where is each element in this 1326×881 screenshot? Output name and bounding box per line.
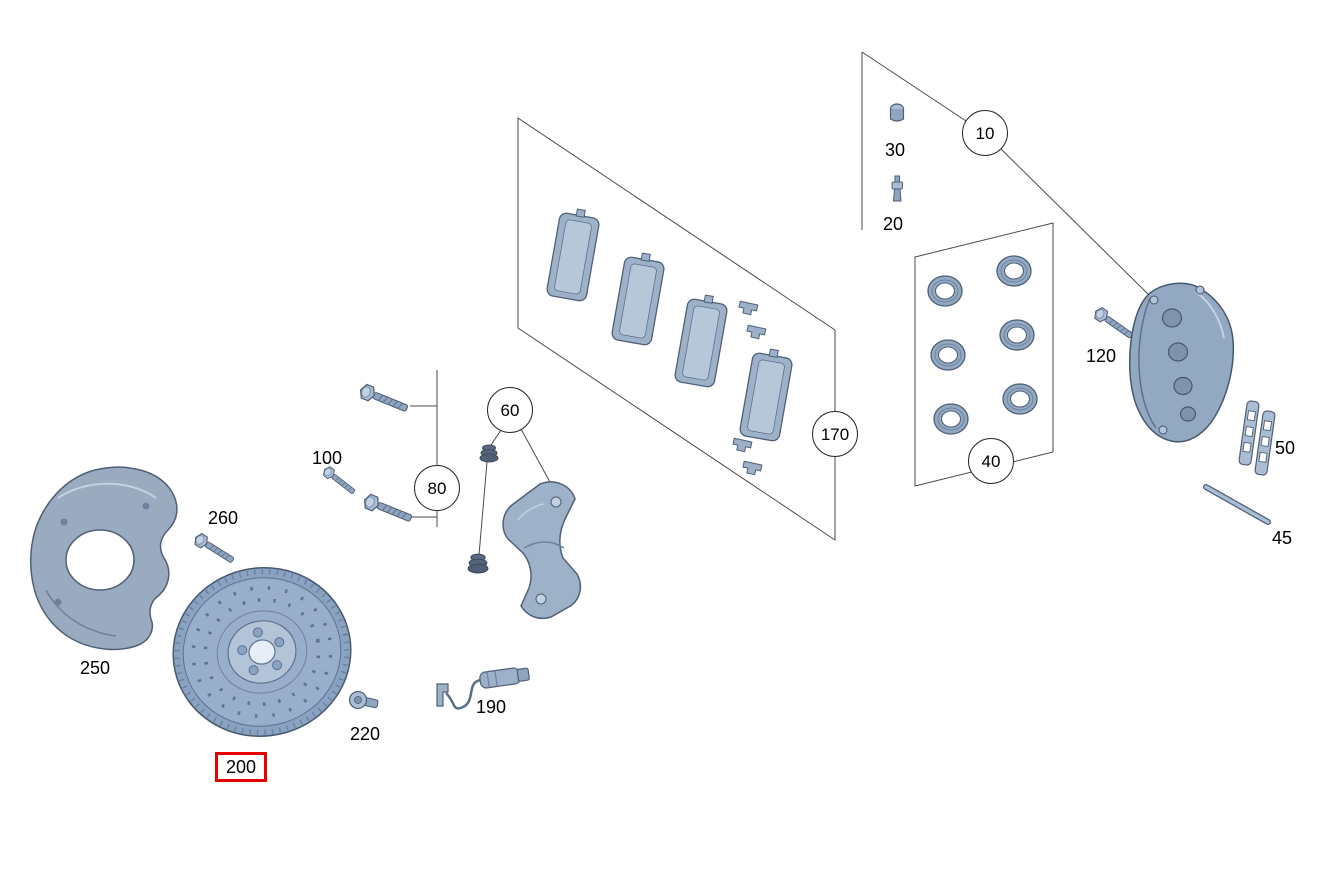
cap-graphic [889,103,905,122]
callout-190[interactable]: 190 [475,697,507,717]
leader-lines [410,51,1153,556]
brake-disc-graphic [172,567,352,737]
callout-10[interactable]: 10 [962,110,1008,156]
small-bolt-graphic [320,464,358,497]
callout-100[interactable]: 100 [311,448,343,468]
splash-shield-graphic [29,466,178,651]
shield-bolt-graphic [191,531,237,567]
seal-ring-kit-graphic [927,255,1038,435]
wear-sensor-graphic [436,667,530,710]
guide-bolt-upper-graphic [357,382,411,416]
bleeder-valve-graphic [891,175,903,202]
spring-plates-graphic [1238,399,1276,477]
brake-pads-graphic [545,205,795,477]
callout-40[interactable]: 40 [968,438,1014,484]
retaining-pin-graphic [1203,484,1271,525]
callout-220[interactable]: 220 [349,724,381,744]
callout-50[interactable]: 50 [1274,438,1296,458]
callout-250[interactable]: 250 [79,658,111,678]
guide-pin-boot-lower-graphic [467,553,489,574]
callout-170[interactable]: 170 [812,411,858,457]
callout-260[interactable]: 260 [207,508,239,528]
callout-30[interactable]: 30 [884,140,906,160]
callout-80[interactable]: 80 [414,465,460,511]
callout-200-highlighted[interactable]: 200 [214,752,268,782]
caliper-bracket-graphic [502,481,582,620]
disc-screw-graphic [348,690,379,710]
guide-bolt-lower-graphic [361,492,415,526]
callout-60[interactable]: 60 [487,387,533,433]
callout-45[interactable]: 45 [1271,528,1293,548]
callout-120[interactable]: 120 [1085,346,1117,366]
caliper-bolt-graphic [1091,305,1136,342]
brake-caliper-graphic [1128,282,1235,443]
guide-pin-boot-upper-graphic [479,444,499,463]
callout-20[interactable]: 20 [882,214,904,234]
